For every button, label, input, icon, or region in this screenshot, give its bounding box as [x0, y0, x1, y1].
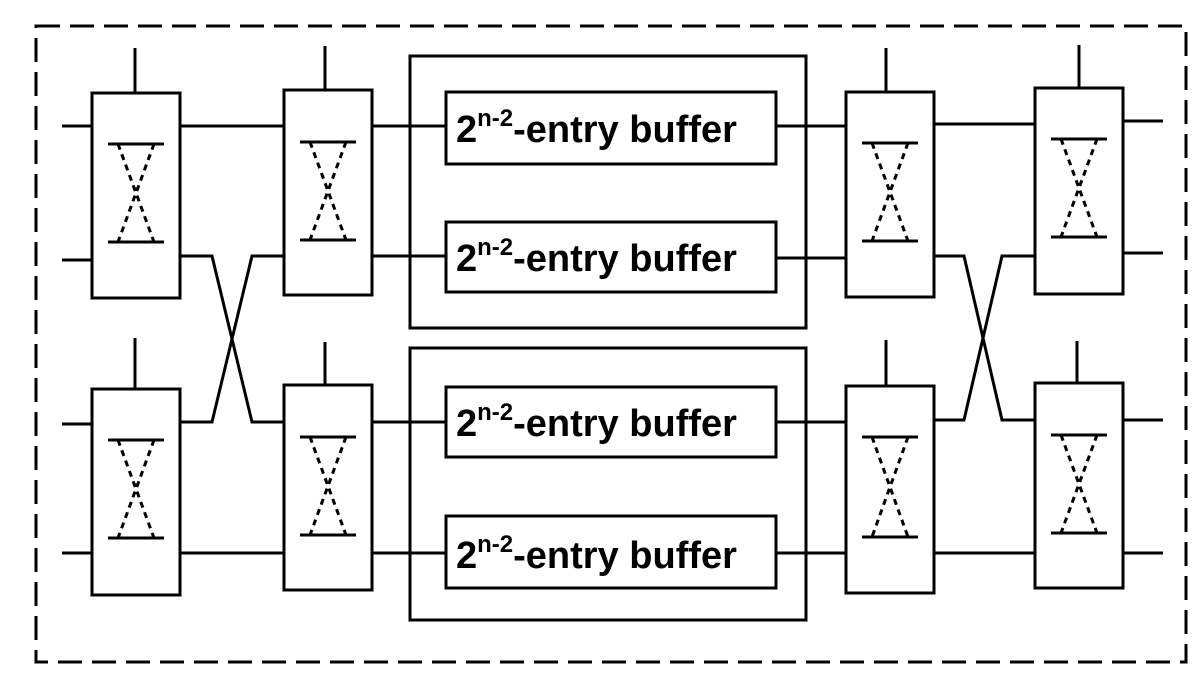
wire-cross-left-b — [180, 254, 284, 424]
wire-cross-right-b — [934, 254, 1035, 422]
buffer-label-2: 2n-2-entry buffer — [456, 234, 737, 280]
switch-s2-bottom — [282, 342, 374, 592]
buffer-3: 2n-2-entry buffer — [444, 385, 778, 459]
switch-s3-bottom — [844, 340, 936, 595]
switch-s2-top — [282, 46, 374, 297]
buffer-1: 2n-2-entry buffer — [444, 90, 778, 166]
buffer-label-4: 2n-2-entry buffer — [456, 531, 737, 577]
switch-s1-top — [90, 48, 182, 300]
outer-boundary — [34, 24, 1188, 664]
buffer-label-1: 2n-2-entry buffer — [456, 105, 737, 151]
buffer-2: 2n-2-entry buffer — [444, 220, 778, 294]
switch-s4-bottom — [1033, 341, 1125, 590]
wires — [62, 119, 1163, 555]
buffer-label-3: 2n-2-entry buffer — [456, 399, 737, 445]
switch-s3-top — [844, 48, 936, 299]
switch-s4-top — [1033, 45, 1125, 296]
switch-s1-bottom — [90, 338, 182, 597]
buffer-4: 2n-2-entry buffer — [444, 514, 778, 590]
